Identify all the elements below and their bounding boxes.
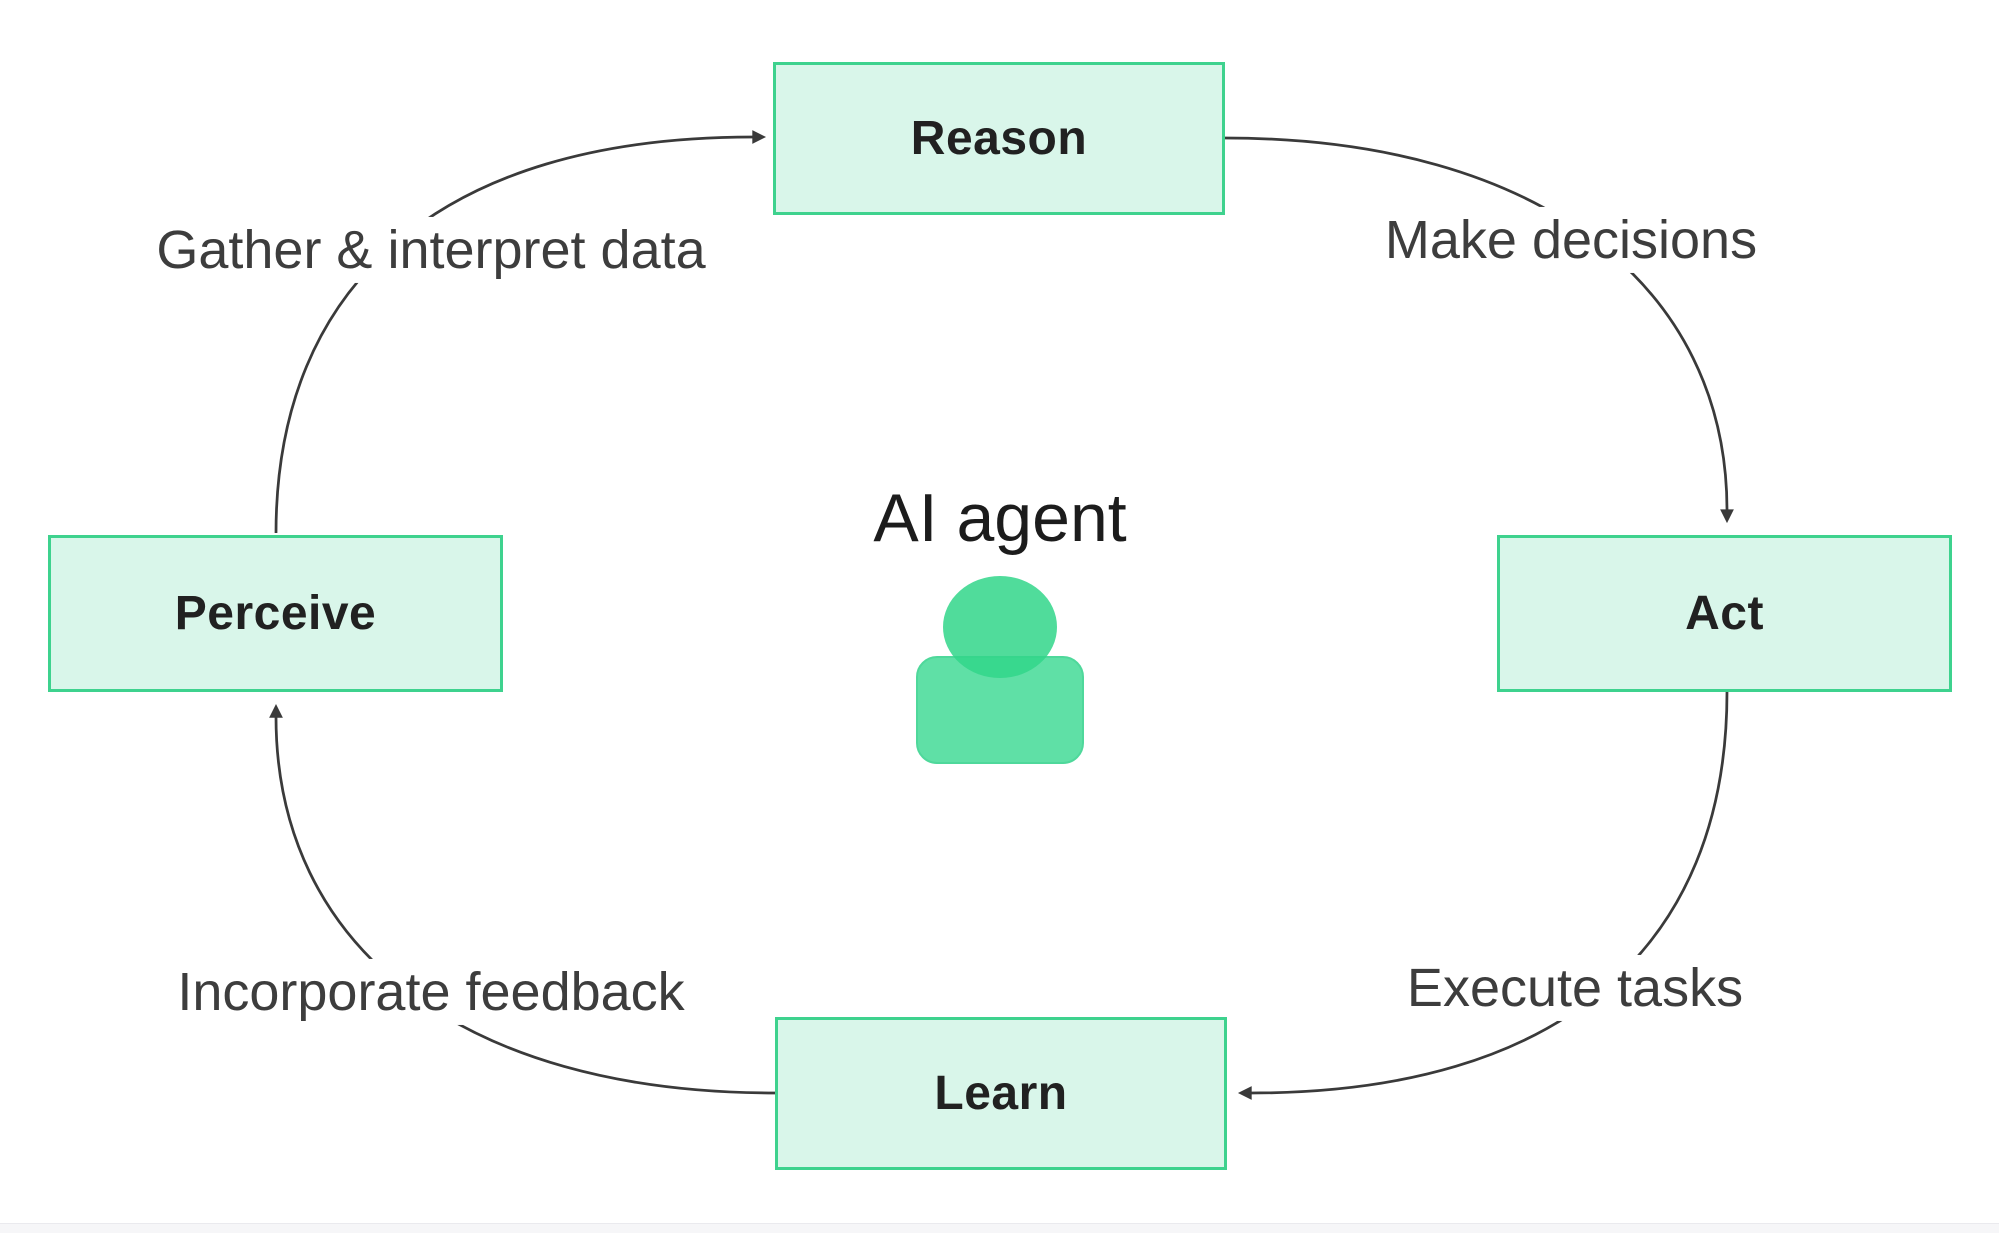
edge-label-execute-tasks: Execute tasks — [1394, 954, 1756, 1022]
person-head-shape — [943, 576, 1057, 678]
person-icon — [916, 576, 1084, 764]
node-act-label: Act — [1685, 587, 1764, 640]
node-learn: Learn — [775, 1017, 1227, 1170]
edge-label-incorporate-feedback: Incorporate feedback — [165, 958, 697, 1026]
node-perceive-label: Perceive — [174, 587, 377, 640]
edge-act-to-learn — [1237, 691, 1729, 1100]
bottom-edge-strip — [0, 1223, 1999, 1233]
edge-perceive-to-reason — [274, 130, 767, 534]
edge-learn-to-perceive — [269, 703, 776, 1095]
node-act: Act — [1497, 535, 1952, 692]
node-reason-label: Reason — [910, 112, 1088, 165]
node-reason: Reason — [773, 62, 1225, 215]
node-learn-label: Learn — [934, 1067, 1068, 1120]
edge-label-gather-interpret-data: Gather & interpret data — [144, 216, 718, 284]
edge-reason-to-act — [1224, 136, 1734, 524]
node-perceive: Perceive — [48, 535, 503, 692]
edge-label-make-decisions: Make decisions — [1372, 206, 1770, 274]
ai-agent-title: AI agent — [873, 480, 1127, 556]
